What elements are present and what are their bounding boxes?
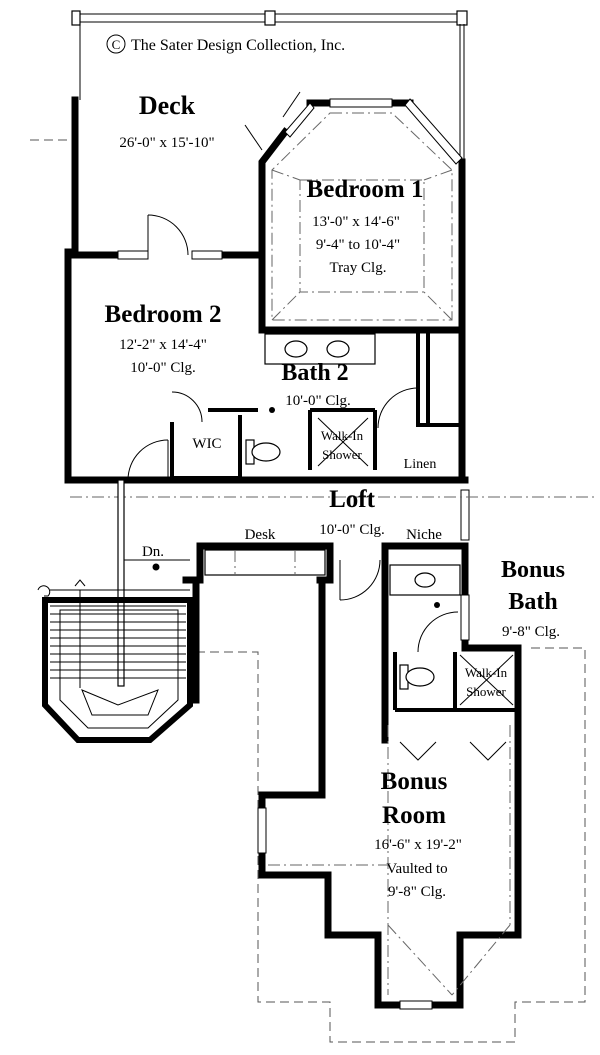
label-down: Dn. [142, 544, 164, 560]
fixtures [204, 333, 514, 706]
room-dims-bedroom-2: 12'-2" x 14'-4" [119, 337, 207, 353]
walkin-shower-2-line2: Shower [466, 684, 506, 699]
room-label-bonus-bath-line1: Bonus [501, 557, 565, 583]
room-dims-deck: 26'-0" x 15'-10" [119, 135, 214, 151]
windows [117, 98, 470, 1010]
doors [127, 91, 507, 761]
ceiling-bonus-bath: 9'-8" Clg. [502, 624, 560, 640]
ceiling-loft: 10'-0" Clg. [319, 522, 385, 538]
label-desk: Desk [245, 527, 276, 543]
room-label-bedroom-1: Bedroom 1 [307, 176, 424, 203]
label-niche: Niche [406, 527, 442, 543]
walkin-shower-1-line2: Shower [322, 447, 362, 462]
room-dims-bonus-room: 16'-6" x 19'-2" [374, 837, 462, 853]
walkin-shower-1-line1: Walk-In [321, 428, 364, 443]
staircase [37, 479, 193, 743]
room-label-bonus-bath-line2: Bath [508, 589, 557, 615]
copyright-text: The Sater Design Collection, Inc. [131, 37, 345, 54]
ceiling-bath-2: 10'-0" Clg. [285, 393, 351, 409]
ceiling-bedroom-1: 9'-4" to 10'-4" [316, 237, 400, 253]
deck-railing [71, 10, 468, 160]
ceiling2-bonus-room: 9'-8" Clg. [388, 884, 446, 900]
ceiling-lines [70, 112, 598, 996]
room-label-bonus-room-line2: Room [382, 802, 446, 829]
ceiling-bonus-room: Vaulted to [386, 861, 447, 877]
room-label-wic: WIC [192, 436, 221, 452]
room-label-linen: Linen [404, 457, 437, 472]
copyright-symbol: C [112, 37, 121, 52]
ceiling2-bedroom-1: Tray Clg. [330, 260, 387, 276]
room-dims-bedroom-1: 13'-0" x 14'-6" [312, 214, 400, 230]
room-label-bonus-room-line1: Bonus [381, 768, 448, 795]
labels: C The Sater Design Collection, Inc. Deck… [105, 34, 565, 900]
room-label-bedroom-2: Bedroom 2 [105, 301, 222, 328]
walls [64, 96, 522, 1009]
roof-outline [30, 139, 586, 1043]
room-label-deck: Deck [139, 91, 196, 120]
ceiling-bedroom-2: 10'-0" Clg. [130, 360, 196, 376]
room-label-bath-2: Bath 2 [281, 360, 348, 386]
walkin-shower-2-line1: Walk-In [465, 665, 508, 680]
copyright-icon [106, 34, 126, 54]
room-label-loft: Loft [329, 486, 376, 513]
